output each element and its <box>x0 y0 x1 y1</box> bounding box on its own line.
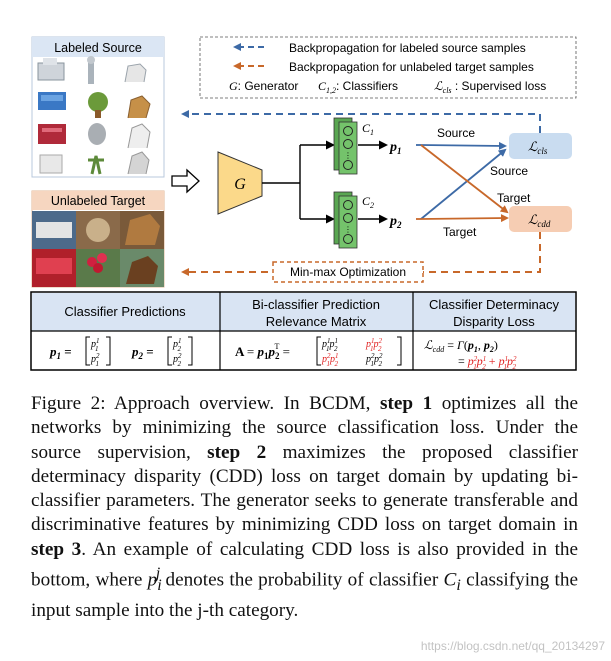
caption-math-c-sub: i <box>456 577 461 595</box>
svg-text:p11: p11 <box>90 337 99 353</box>
svg-text:⋮: ⋮ <box>344 151 352 160</box>
p1-to-cls-line <box>420 141 507 150</box>
svg-text:p12: p12 <box>172 337 182 353</box>
legend-box: Backpropagation for labeled source sampl… <box>199 36 577 99</box>
caption-math-p-sub: i <box>157 577 162 595</box>
approach-figure: Labeled Source Unlabeled Target <box>30 36 577 371</box>
generator-block: G <box>217 151 263 215</box>
input-to-generator-arrow <box>171 168 200 194</box>
caption-math-c: C <box>443 569 457 591</box>
source-object-thumbnails <box>37 56 151 175</box>
table-header-col1: Classifier Predictions <box>64 304 186 319</box>
minmax-label: Min-max Optimization <box>290 265 406 279</box>
p2-to-cls-line <box>420 148 507 220</box>
labeled-source-panel: Labeled Source <box>31 36 165 178</box>
svg-text:p1 =: p1 = <box>49 344 72 361</box>
caption-step-3: step 3 <box>31 538 82 560</box>
caption-part: Figure 2: Approach overview. In BCDM, <box>31 393 381 414</box>
caption-step-2: step 2 <box>207 441 267 463</box>
svg-text:p22: p22 <box>172 352 182 368</box>
svg-text:p2 =: p2 = <box>131 344 154 361</box>
watermark: https://blog.csdn.net/qq_20134297 <box>420 639 605 653</box>
caption-math-p: p <box>147 569 158 591</box>
caption-part: classifying the input sample into the j-… <box>31 569 578 621</box>
loss-cls-label: ℒcls <box>528 139 548 156</box>
target-photo-thumbnails <box>32 211 164 287</box>
svg-text:A = p1p2T =: A = p1p2T = <box>235 342 290 361</box>
svg-text:⋮: ⋮ <box>344 225 352 234</box>
blue-backprop-path <box>181 110 541 133</box>
generator-to-classifier-lines <box>262 140 335 224</box>
p2-label: p2 <box>389 214 402 230</box>
legend-classifiers: C1,2: Classifiers <box>318 79 398 95</box>
caption-part: maximizes the proposed classifier determ… <box>31 441 578 536</box>
p2-to-cdd-line <box>420 214 509 223</box>
edge-label-target-bottom: Target <box>443 225 477 239</box>
legend-backprop-source: Backpropagation for labeled source sampl… <box>289 41 526 55</box>
edge-label-source-top: Source <box>437 126 475 140</box>
loss-cdd-box: ℒcdd <box>509 206 572 232</box>
loss-cls-box: ℒcls <box>509 133 572 159</box>
classifier-1-label: C1 <box>362 121 374 137</box>
caption-step-1: step 1 <box>380 393 433 414</box>
figure-caption: Figure 2: Approach overview. In BCDM, st… <box>31 392 578 623</box>
classifier-2-block: ⋮ C2 <box>333 191 374 249</box>
labeled-source-label: Labeled Source <box>54 41 142 55</box>
classifier-1-block: ⋮ C1 <box>333 117 374 175</box>
p1-label: p1 <box>389 140 402 156</box>
table-header-col2-line2: Relevance Matrix <box>266 314 367 329</box>
example-table: Classifier Predictions Bi-classifier Pre… <box>30 291 577 371</box>
table-header-col3-line2: Disparity Loss <box>453 314 535 329</box>
legend-backprop-target: Backpropagation for unlabeled target sam… <box>289 60 534 74</box>
unlabeled-target-label: Unlabeled Target <box>51 194 146 208</box>
legend-generator: G: Generator <box>229 79 298 93</box>
edge-label-target-mid: Target <box>497 191 531 205</box>
unlabeled-target-panel: Unlabeled Target <box>31 190 165 288</box>
loss-cdd-label: ℒcdd <box>528 212 551 229</box>
table-header-col3-line1: Classifier Determinacy <box>429 297 560 312</box>
legend-supervised-loss: ℒcls : Supervised loss <box>434 79 546 95</box>
svg-text:p21: p21 <box>90 352 100 368</box>
generator-label: G <box>234 176 246 193</box>
caption-part: denotes the probability of classifier <box>160 569 444 591</box>
edge-label-source-mid: Source <box>490 164 528 178</box>
caption-part: optimizes all the networks by minimizing… <box>31 393 578 463</box>
caption-math-p-sup: j <box>155 565 161 583</box>
p1-to-cdd-line <box>420 144 509 214</box>
table-header-col2-line1: Bi-classifier Prediction <box>252 297 380 312</box>
caption-part: . An example of calculating CDD loss is … <box>31 538 579 591</box>
minmax-box: Min-max Optimization <box>272 261 424 283</box>
classifier-2-label: C2 <box>362 194 374 210</box>
